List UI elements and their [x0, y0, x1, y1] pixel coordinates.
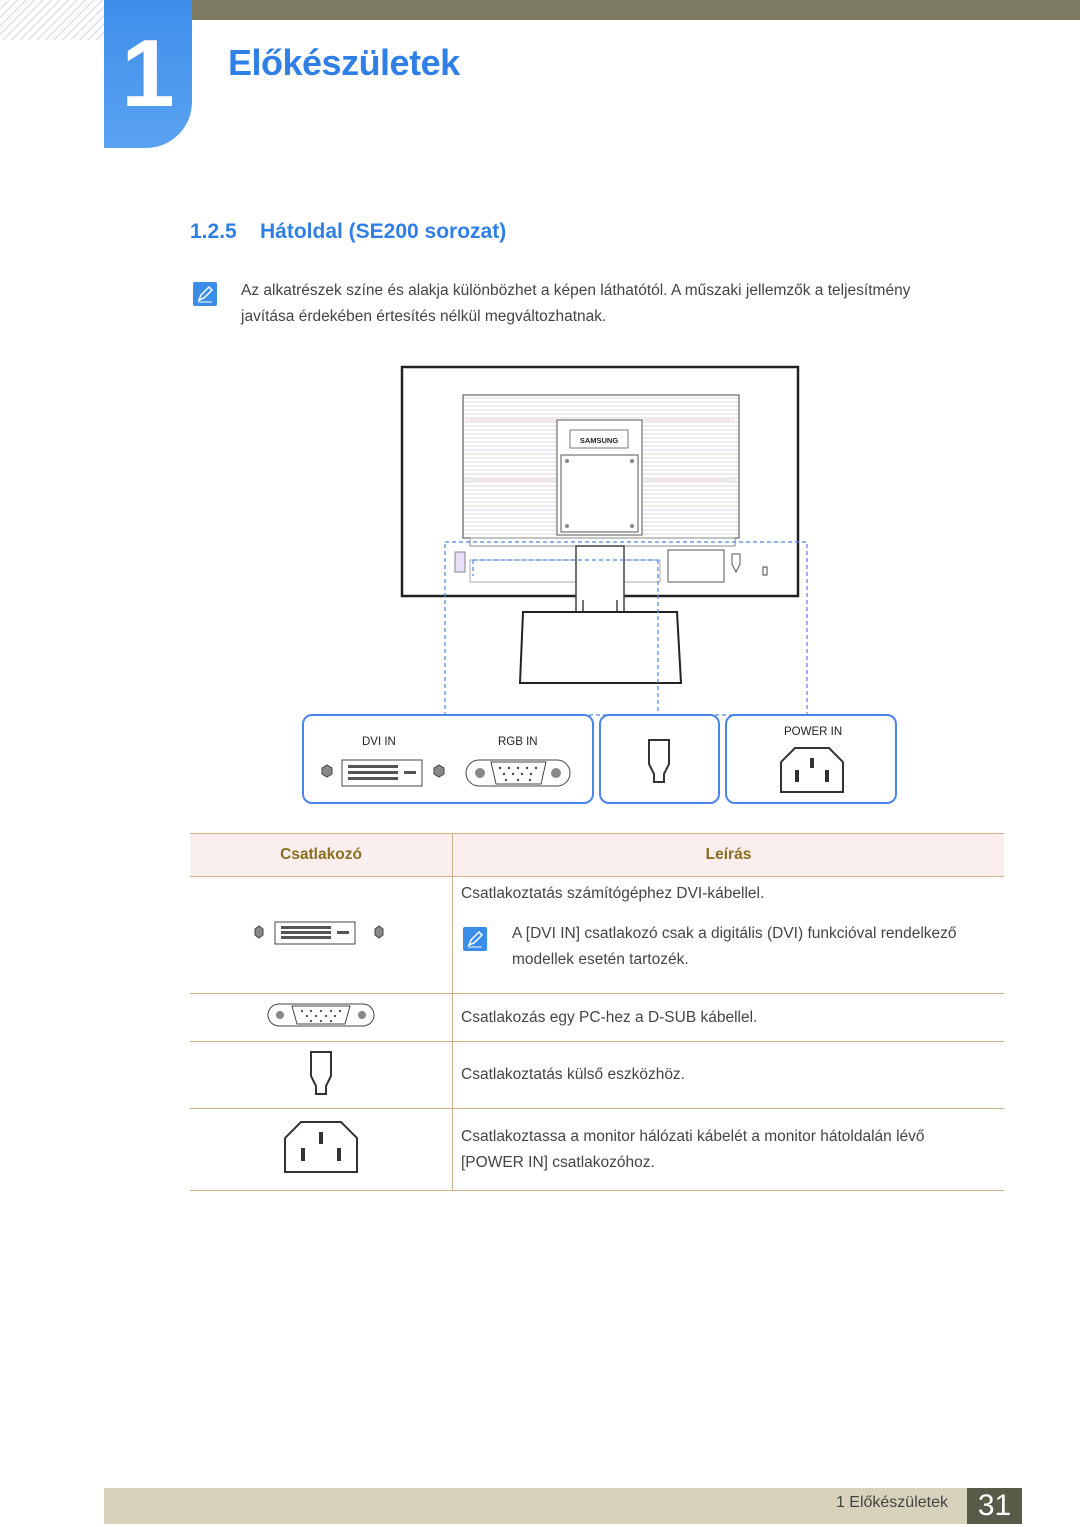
header-csatlakozo: Csatlakozó [190, 833, 453, 877]
chapter-title: Előkészületek [228, 42, 460, 83]
dvi-vga-ports-icon [321, 759, 571, 787]
note-text: Az alkatrészek színe és alakja különbözh… [241, 282, 911, 325]
page-number: 31 [967, 1488, 1022, 1524]
section-name: Hátoldal (SE200 sorozat) [260, 220, 507, 243]
table-row: Csatlakoztassa a monitor hálózati kábelé… [190, 1108, 1004, 1191]
power-panel: POWER IN [725, 714, 897, 804]
section-title: 1.2.5 Hátoldal (SE200 sorozat) [190, 220, 506, 244]
row-text-2: [POWER IN] csatlakozóhoz. [461, 1153, 655, 1171]
footer-bar [104, 1488, 1022, 1524]
row-note: A [DVI IN] csatlakozó csak a digitális (… [461, 921, 1003, 973]
table-row: Csatlakoztatás számítógéphez DVI-kábelle… [190, 876, 1004, 994]
row-text: Csatlakozás egy PC-hez a D-SUB kábellel. [461, 1008, 758, 1026]
table-row: Csatlakozás egy PC-hez a D-SUB kábellel. [190, 993, 1004, 1042]
footer-chapter-label: 1 Előkészületek [835, 1494, 948, 1511]
vga-port-icon [267, 1003, 375, 1027]
kensington-panel [599, 714, 720, 804]
table-row: Csatlakoztatás külső eszközhöz. [190, 1041, 1004, 1109]
row-text: Csatlakoztatás külső eszközhöz. [461, 1066, 685, 1083]
note-pencil-icon [463, 927, 487, 951]
header-bar [190, 0, 1080, 20]
table-header-row: Csatlakozó Leírás [190, 833, 1004, 877]
power-socket-icon [284, 1121, 358, 1173]
row-text: Csatlakoztatás számítógéphez DVI-kábelle… [461, 885, 765, 902]
note-pencil-icon [193, 282, 217, 306]
section-number: 1.2.5 [190, 220, 237, 243]
video-ports-panel: DVI IN RGB IN [302, 714, 594, 804]
monitor-rear-diagram: SAMSUNG [400, 365, 808, 716]
row-text: Csatlakoztassa a monitor hálózati kábelé… [461, 1127, 925, 1145]
rgb-in-label: RGB IN [498, 736, 538, 748]
dvi-in-label: DVI IN [362, 736, 396, 748]
dvi-port-icon [254, 921, 384, 944]
kensington-lock-icon [648, 739, 670, 783]
header-leiras: Leírás [452, 833, 1004, 877]
power-socket-icon [780, 747, 844, 793]
kensington-lock-icon [310, 1050, 332, 1095]
brand-logo-text: SAMSUNG [580, 436, 619, 445]
power-in-label: POWER IN [784, 726, 843, 738]
chapter-number-badge: 1 [104, 0, 192, 148]
connector-table: Csatlakozó Leírás Csatlakoztatás számító… [190, 833, 1004, 1191]
